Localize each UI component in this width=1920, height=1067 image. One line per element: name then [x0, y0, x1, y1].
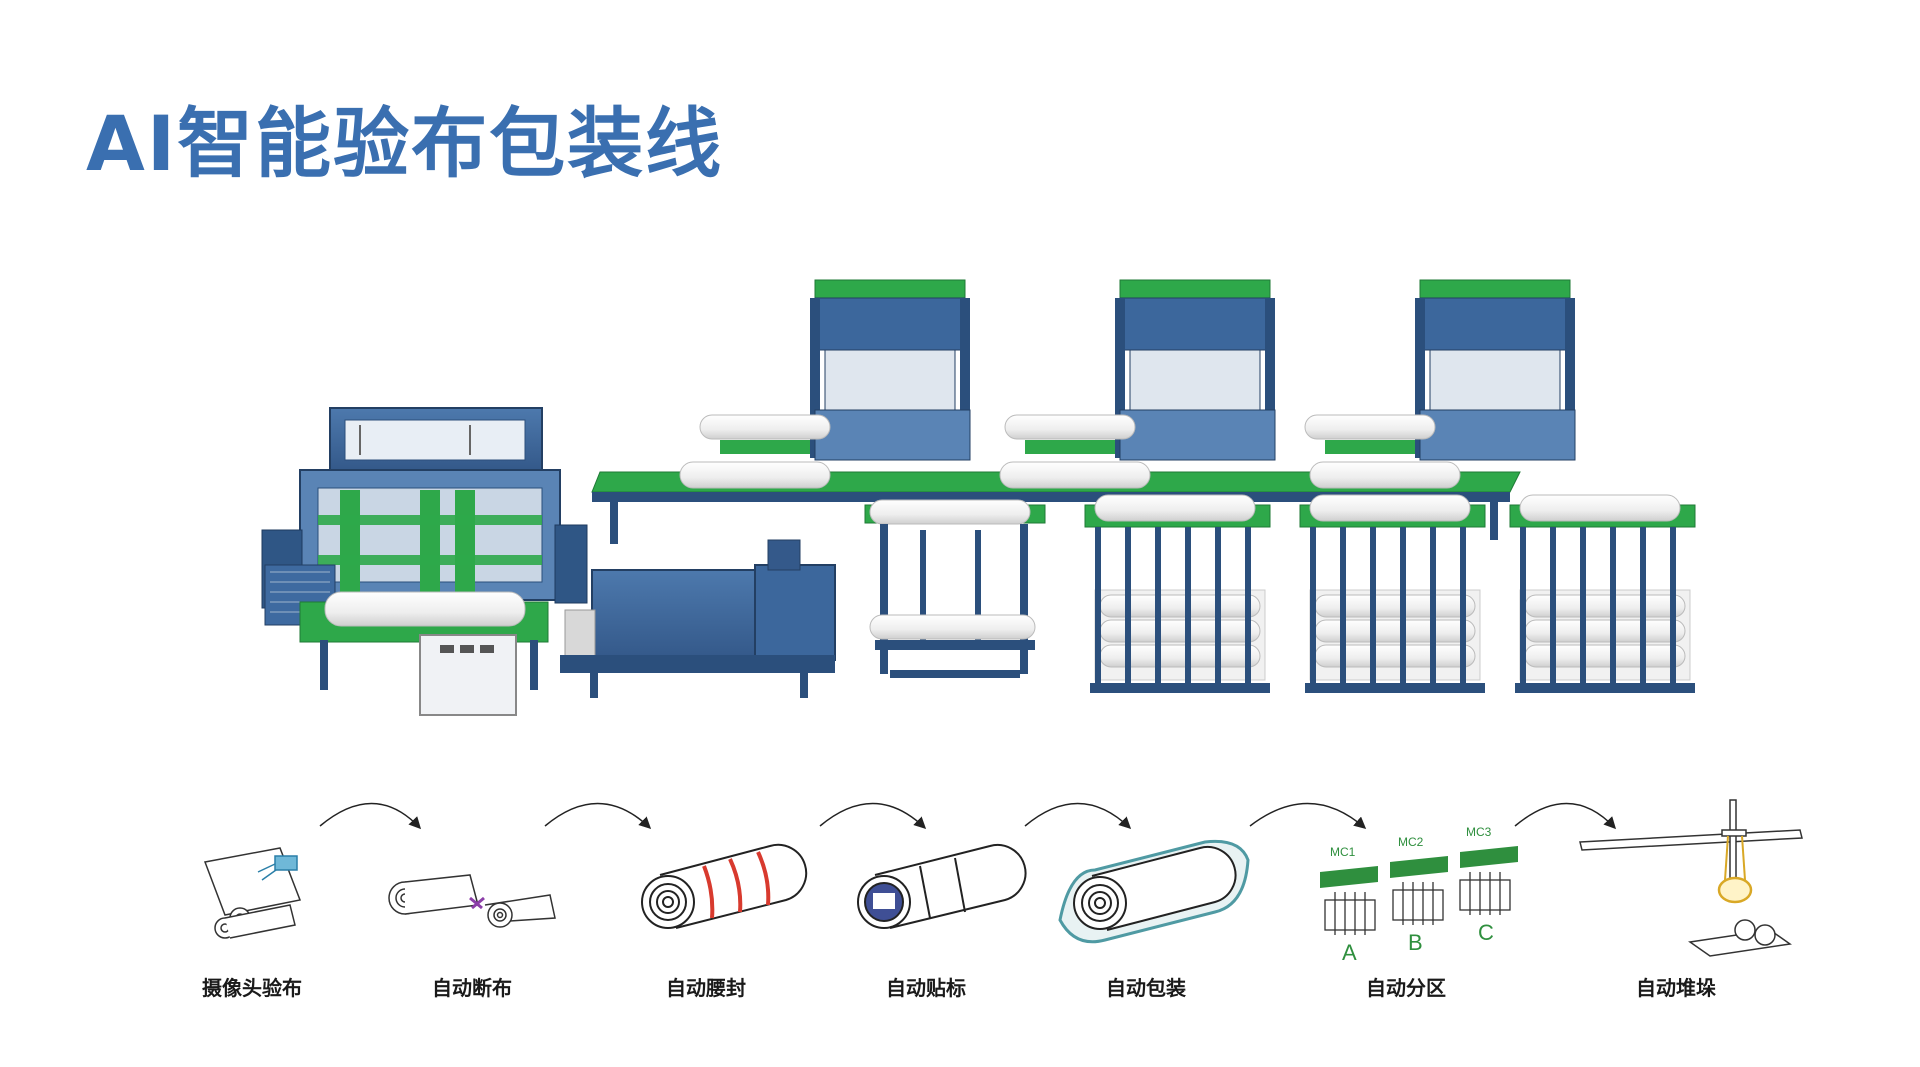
step-label-camera-inspection: 摄像头验布: [202, 976, 302, 1000]
zone-letter: A: [1342, 940, 1357, 965]
zoning-icon: MC1 MC2 MC3 A B C: [1320, 825, 1518, 965]
zone-tag: MC3: [1466, 825, 1492, 839]
shrink-tunnel: [560, 539, 836, 698]
page-title: AI智能验布包装线: [86, 99, 724, 188]
flow-arrow: [1024, 802, 1132, 830]
step-label-auto-cutting: 自动断布: [432, 976, 512, 1000]
zone-letter: B: [1408, 930, 1423, 955]
zone-tag: MC1: [1330, 845, 1356, 859]
rear-inspection-frames: [699, 279, 1576, 461]
zone-letter: C: [1478, 920, 1494, 945]
camera-inspection-icon: [203, 847, 302, 939]
flow-arrow: [1249, 802, 1367, 829]
rack-3: [1509, 494, 1696, 693]
step-label-auto-labeling: 自动贴标: [886, 976, 966, 1000]
rear-frame-1: [699, 279, 971, 461]
flow-arrow: [319, 802, 422, 830]
inspection-machine: [261, 407, 588, 716]
process-arrows: [319, 802, 1617, 830]
step-label-auto-waist-seal: 自动腰封: [666, 976, 746, 1000]
flow-arrow: [819, 802, 927, 830]
back-conveyor: [591, 461, 1521, 544]
rear-frame-2: [1004, 279, 1276, 461]
rack-2: [1299, 494, 1486, 693]
flow-arrow: [1514, 802, 1617, 830]
fabric-cutting-icon: [388, 874, 556, 928]
stacking-crane-icon: [1579, 799, 1803, 957]
flow-arrow: [544, 802, 652, 830]
rack-1: [1084, 494, 1271, 693]
rear-frame-3: [1304, 279, 1576, 461]
stacking-racks: [1084, 494, 1696, 693]
step-label-auto-zoning: 自动分区: [1366, 976, 1446, 1000]
zone-tag: MC2: [1398, 835, 1424, 849]
wrapped-roll-icon: [1058, 839, 1250, 944]
step-label-auto-stacking: 自动堆垛: [1636, 976, 1716, 1000]
step-label-auto-packaging: 自动包装: [1106, 976, 1186, 1000]
labeled-roll-icon: [857, 844, 1027, 929]
labelling-station: [864, 499, 1046, 678]
waist-seal-roll-icon: [641, 843, 808, 929]
